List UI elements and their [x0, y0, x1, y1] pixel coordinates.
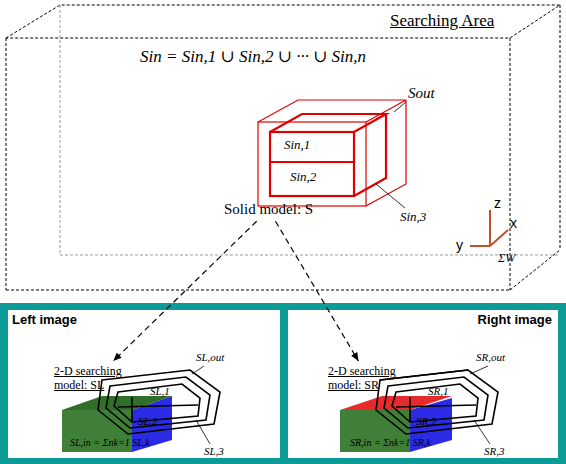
searching-model-label: 2-D searching model: SR: [328, 365, 410, 393]
image-panel: Right image 2-D searching model: SR: [288, 310, 558, 458]
math-label: SL,out: [196, 352, 224, 363]
node-text: Solid model: S: [224, 201, 313, 218]
node-text: Searching Area: [390, 11, 494, 31]
node-text: Right image: [478, 313, 552, 328]
searching-model-label: 2-D searching model: SL: [54, 365, 136, 393]
node-text: 2-D searching model: SR: [328, 365, 410, 393]
math-label: Sin = Sin,1 ∪ Sin,2 ∪ ··· ∪ Sin,n: [140, 48, 366, 65]
math-label: SL,2: [138, 416, 158, 427]
solid-model-label: Solid model: S: [224, 201, 313, 218]
node-text: Left image: [12, 313, 77, 328]
node-text: 2-D searching model: SL: [54, 365, 136, 393]
math-label: Sin,2: [290, 170, 316, 183]
math-label: SR,3: [484, 446, 504, 457]
math-label: SR,1: [428, 386, 448, 397]
math-label: Sin,1: [284, 138, 310, 151]
axis-label: ΣW: [498, 252, 515, 264]
math-label: SL,1: [150, 386, 170, 397]
math-label: SL,in = Σnk=1 SL,k: [70, 438, 150, 448]
math-label: Sin,3: [400, 210, 426, 223]
math-label: SR,2: [416, 416, 436, 427]
axis-label: y: [456, 238, 463, 252]
image-panel: Left image 2-D searching model: SL: [8, 310, 280, 458]
math-label: SR,out: [476, 352, 505, 363]
axis-label: x: [510, 216, 517, 230]
projection-arrow: [275, 221, 358, 361]
axis-label: z: [494, 196, 501, 210]
math-label: SR,in = Σnk=1 SR,k: [350, 438, 431, 448]
projection-arrow: [113, 221, 256, 361]
math-label: Sout: [408, 86, 435, 101]
math-label: SL,3: [204, 446, 224, 457]
